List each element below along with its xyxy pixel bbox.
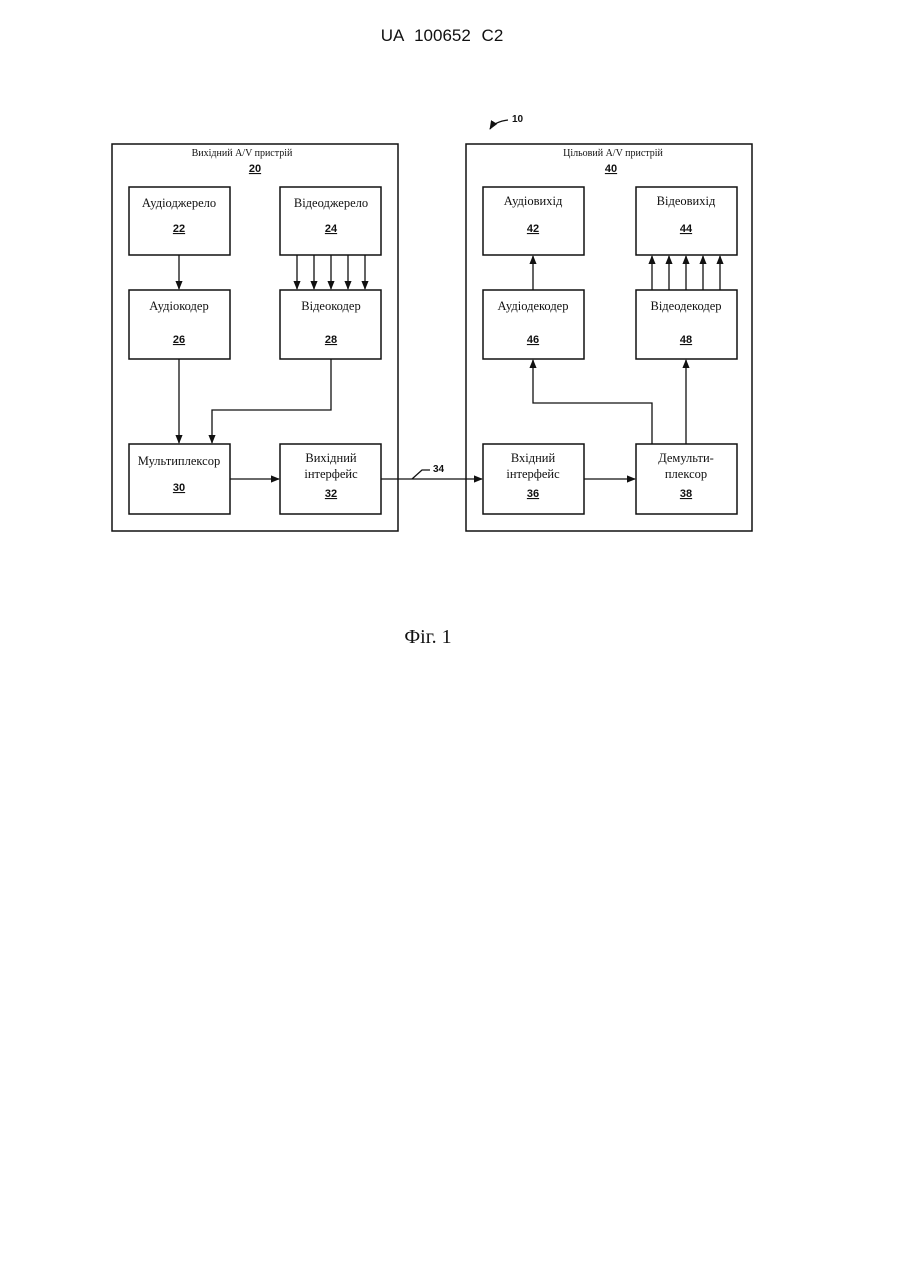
audio-output-label: Аудіовихід (504, 194, 563, 208)
video-output-number: 44 (680, 223, 693, 235)
output-interface-number: 32 (325, 488, 337, 500)
video-encoder-number: 28 (325, 334, 337, 346)
arrows-video-source-to-encoder (297, 255, 365, 289)
video-decoder-block: Відеодекодер 48 (636, 290, 737, 359)
audio-output-number: 42 (527, 223, 539, 235)
multiplexer-label: Мультиплексор (138, 454, 220, 468)
audio-encoder-block: Аудіокодер 26 (129, 290, 230, 359)
audio-encoder-number: 26 (173, 334, 185, 346)
arrows-video-decoder-to-output (652, 256, 720, 290)
demultiplexer-number: 38 (680, 488, 692, 500)
audio-output-block: Аудіовихід 42 (483, 187, 584, 255)
audio-decoder-label: Аудіодекодер (498, 299, 569, 313)
audio-decoder-block: Аудіодекодер 46 (483, 290, 584, 359)
video-source-number: 24 (325, 223, 338, 235)
output-interface-label-2: інтерфейс (304, 467, 358, 481)
link-ref-leader (412, 470, 430, 479)
demultiplexer-label-2: плексор (665, 467, 707, 481)
arrow-video-encoder-to-mux (212, 359, 331, 443)
video-encoder-block: Відеокодер 28 (280, 290, 381, 359)
output-interface-block: Вихідний інтерфейс 32 (280, 444, 381, 514)
video-encoder-label: Відеокодер (301, 299, 360, 313)
video-decoder-number: 48 (680, 334, 692, 346)
input-interface-label-2: інтерфейс (506, 467, 560, 481)
audio-decoder-number: 46 (527, 334, 539, 346)
input-interface-block: Вхідний інтерфейс 36 (483, 444, 584, 514)
source-device-number: 20 (249, 163, 261, 175)
output-interface-label-1: Вихідний (305, 451, 356, 465)
arrow-demux-to-audio-decoder (533, 360, 652, 444)
video-decoder-label: Відеодекодер (650, 299, 721, 313)
video-output-label: Відеовихід (657, 194, 716, 208)
audio-source-block: Аудіоджерело 22 (129, 187, 230, 255)
demultiplexer-label-1: Демульти- (658, 451, 714, 465)
input-interface-label-1: Вхідний (511, 451, 556, 465)
dest-device-title: Цільовий A/V пристрій (563, 148, 663, 159)
link-ref-number: 34 (433, 464, 445, 475)
dest-device-number: 40 (605, 163, 617, 175)
audio-source-label: Аудіоджерело (142, 196, 216, 210)
demultiplexer-block: Демульти- плексор 38 (636, 444, 737, 514)
video-output-block: Відеовихід 44 (636, 187, 737, 255)
source-device-title: Вихідний A/V пристрій (192, 148, 293, 159)
figure-caption: Фіг. 1 (0, 626, 856, 649)
multiplexer-block: Мультиплексор 30 (129, 444, 230, 514)
system-ref-arrow (490, 120, 508, 129)
multiplexer-number: 30 (173, 482, 185, 494)
audio-source-number: 22 (173, 223, 185, 235)
system-ref-number: 10 (512, 114, 524, 125)
video-source-label: Відеоджерело (294, 196, 368, 210)
audio-encoder-label: Аудіокодер (149, 299, 208, 313)
input-interface-number: 36 (527, 488, 539, 500)
video-source-block: Відеоджерело 24 (280, 187, 381, 255)
